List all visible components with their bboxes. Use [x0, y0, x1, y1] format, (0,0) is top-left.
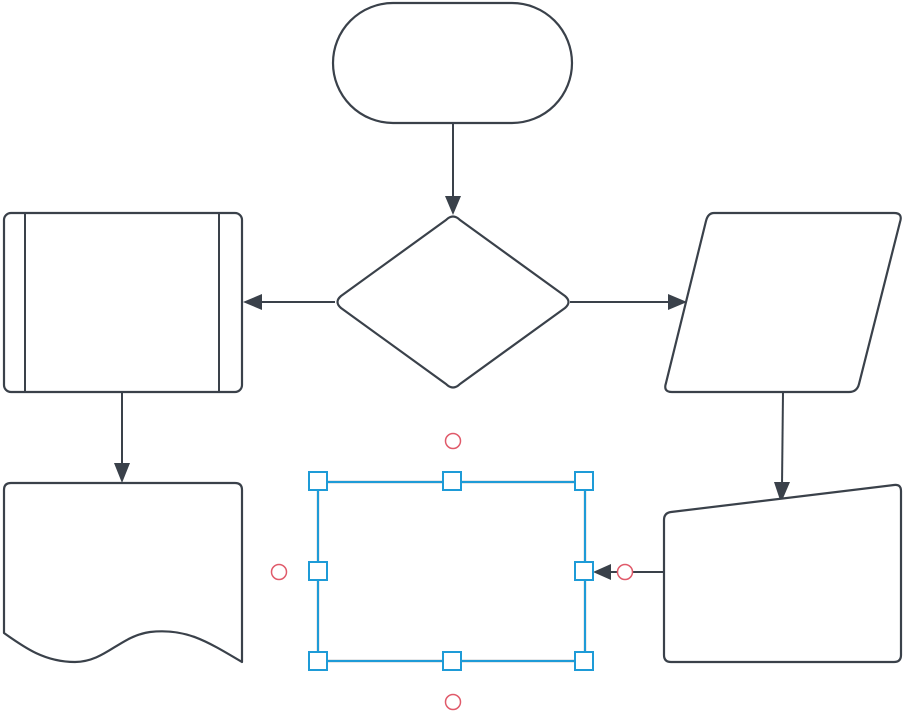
manual-input-shape[interactable]	[662, 483, 903, 664]
edge-decision-data[interactable]	[570, 294, 687, 310]
resize-handle-n[interactable]	[442, 471, 462, 491]
edge-predefined-process-document[interactable]	[114, 392, 130, 483]
connection-point-bottom[interactable]	[444, 693, 462, 711]
resize-handle-sw[interactable]	[308, 651, 328, 671]
resize-handle-nw[interactable]	[308, 471, 328, 491]
data-shape[interactable]	[664, 211, 902, 394]
resize-handle-e[interactable]	[574, 561, 594, 581]
predefined-process-shape[interactable]	[2, 211, 244, 394]
process-shape[interactable]	[316, 480, 587, 663]
decision-shape[interactable]	[336, 215, 570, 389]
resize-handle-w[interactable]	[308, 561, 328, 581]
resize-handle-s[interactable]	[442, 651, 462, 671]
edge-terminator-decision[interactable]	[445, 123, 461, 215]
selection-frame[interactable]	[308, 471, 594, 671]
resize-handle-se[interactable]	[574, 651, 594, 671]
terminator-shape[interactable]	[331, 1, 574, 125]
document-shape[interactable]	[2, 481, 244, 664]
connection-point-top[interactable]	[444, 432, 462, 450]
edge-decision-predefined-process[interactable]	[243, 294, 335, 310]
connection-point-left[interactable]	[270, 563, 288, 581]
edge-data-manual-input[interactable]	[774, 391, 790, 503]
connection-point-right[interactable]	[616, 563, 634, 581]
resize-handle-ne[interactable]	[574, 471, 594, 491]
